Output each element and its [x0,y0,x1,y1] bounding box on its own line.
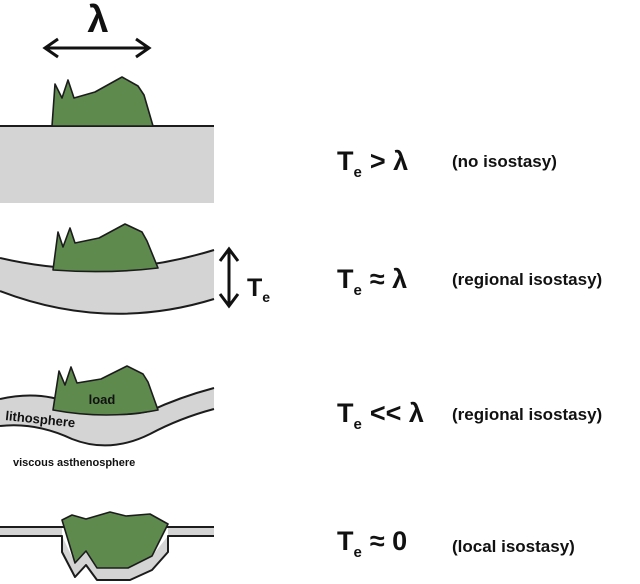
load-label: load [89,392,116,407]
relation-equation: Te<< λ [337,398,424,433]
relation-equation: Te≈ λ [337,264,407,299]
topographic-load [51,76,154,127]
asthenosphere-label: viscous asthenosphere [13,457,135,469]
relation-row-1: Te> λ (no isostasy) [337,146,557,181]
plate-bottom-surface [0,290,215,315]
relation-note: (regional isostasy) [452,270,602,289]
rigid-lithosphere-plate [0,126,214,203]
relation-row-2: Te≈ λ (regional isostasy) [337,264,602,299]
relation-note: (regional isostasy) [452,405,602,424]
topographic-load [52,223,159,273]
lithosphere-label: lithosphere [5,408,76,430]
relation-note: (no isostasy) [452,152,557,171]
topographic-load [61,511,169,569]
compensating-root [62,536,168,580]
panel-local-isostasy [0,511,214,581]
topographic-load [52,365,159,416]
relation-equation: Te≈ 0 [337,526,407,561]
plate-bottom-surface [0,408,215,447]
thickness-double-arrow-icon [218,246,240,309]
plate-bottom-surface [0,535,214,581]
wavelength-double-arrow-icon [42,37,152,59]
panel-thin-lithosphere: load lithosphere viscous asthenosphere [0,365,215,469]
relation-row-4: Te≈ 0 (local isostasy) [337,526,575,561]
panel-regional-isostasy: Te [0,223,270,315]
lambda-symbol: λ [87,0,108,41]
relation-equation: Te> λ [337,146,408,181]
relation-note: (local isostasy) [452,537,575,556]
flexed-lithosphere-plate [0,250,214,314]
flat-lithosphere-plate-right [168,527,214,536]
flat-lithosphere-plate-left [0,527,62,536]
relation-row-3: Te<< λ (regional isostasy) [337,398,602,433]
panel-no-isostasy: λ [0,0,214,203]
thickness-label: Te [247,274,270,305]
